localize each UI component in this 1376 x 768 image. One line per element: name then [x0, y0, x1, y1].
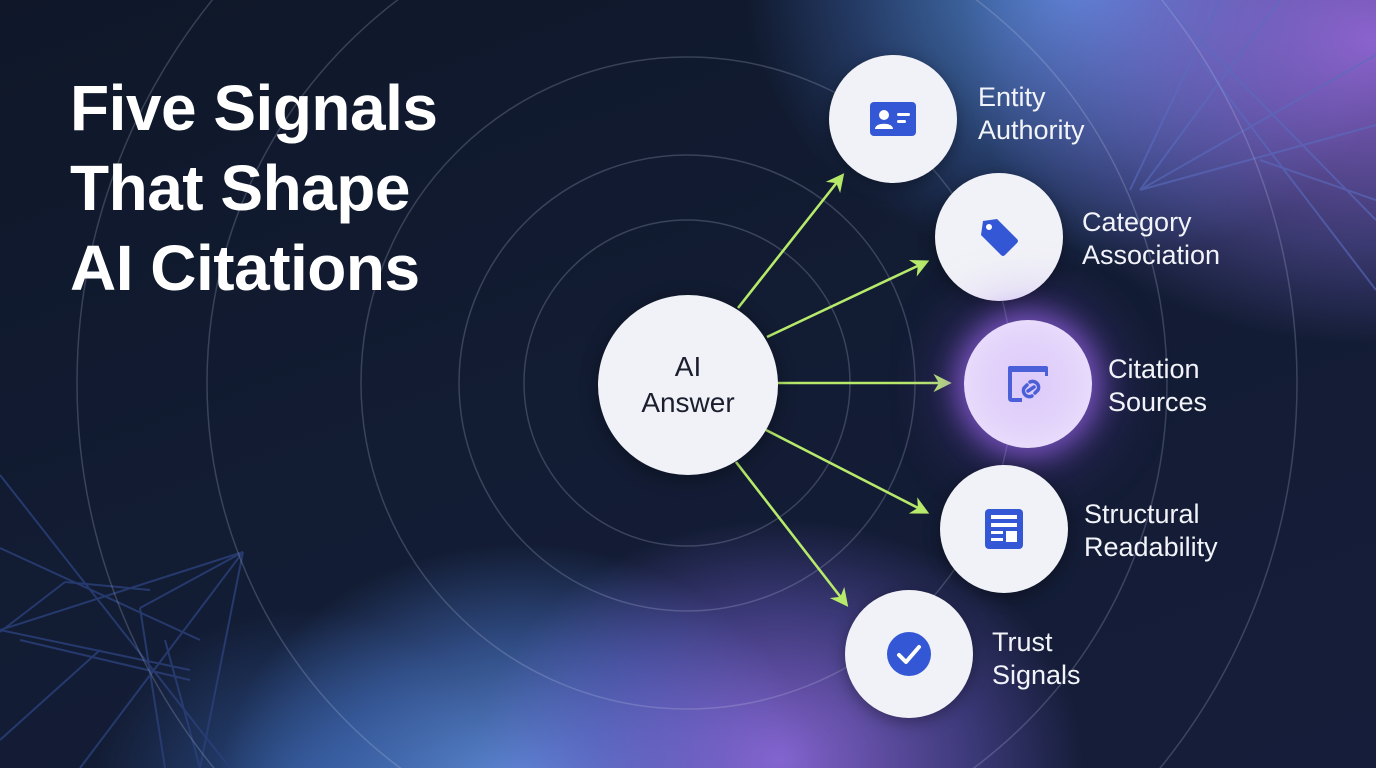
signal-node-category-association: [935, 173, 1063, 301]
signal-node-structural-readability: [940, 465, 1068, 593]
signal-label-line: Entity: [978, 82, 1046, 112]
signal-arrows: [734, 173, 952, 607]
signal-node-citation-sources: [964, 320, 1092, 448]
document-layout-icon: [985, 509, 1023, 549]
signal-label-line: Authority: [978, 115, 1085, 145]
signal-label-citation-sources: Citation Sources: [1108, 353, 1207, 419]
link-window-icon: [1008, 366, 1048, 402]
signal-label-line: Citation: [1108, 354, 1200, 384]
signal-node-trust-signals: [845, 590, 973, 718]
signal-label-line: Trust: [992, 627, 1053, 657]
signal-label-structural-readability: Structural Readability: [1084, 498, 1218, 564]
hub-line-1: AI: [674, 351, 702, 382]
signal-node-entity-authority: [829, 55, 957, 183]
mesh-lines-top-right: [1129, 0, 1376, 291]
id-card-icon: [870, 102, 916, 136]
title-line-2: That Shape: [70, 152, 410, 224]
signal-label-line: Signals: [992, 660, 1081, 690]
signal-label-line: Structural: [1084, 499, 1200, 529]
title-line-1: Five Signals: [70, 72, 438, 144]
signal-label-category-association: Category Association: [1082, 206, 1220, 272]
signal-label-line: Sources: [1108, 387, 1208, 417]
check-circle-icon: [887, 632, 931, 676]
signal-label-line: Association: [1082, 240, 1221, 270]
signal-label-entity-authority: Entity Authority: [978, 81, 1085, 147]
signal-label-line: Category: [1082, 207, 1192, 237]
signal-label-trust-signals: Trust Signals: [992, 626, 1081, 692]
page-title: Five Signals That Shape AI Citations: [70, 68, 438, 308]
hub-line-2: Answer: [641, 387, 735, 418]
tag-icon: [981, 219, 1018, 256]
title-line-3: AI Citations: [70, 232, 420, 304]
signal-label-line: Readability: [1084, 532, 1218, 562]
ai-answer-hub: AI Answer: [598, 295, 778, 475]
mesh-lines-bottom-left: [0, 474, 244, 768]
